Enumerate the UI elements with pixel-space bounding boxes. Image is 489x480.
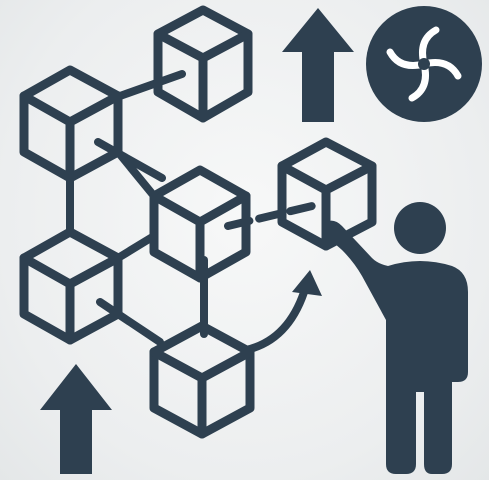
connector-bottom-curve: [242, 282, 310, 354]
connector-center-to-held: [224, 202, 316, 230]
connector-lower-to-bottom: [96, 298, 164, 346]
lattice-edges: [66, 148, 158, 262]
connector-upper-to-center: [94, 138, 166, 182]
curve-arrowhead: [292, 270, 322, 296]
person-icon: [322, 202, 468, 474]
arrow-up-top: [282, 8, 354, 122]
arrow-up-bottom-left: [40, 364, 112, 474]
cube-held: [277, 137, 377, 251]
cube-top: [153, 5, 253, 123]
turbine-icon: [366, 6, 482, 122]
cube-bottom: [149, 321, 255, 439]
connector-top-to-upper: [116, 70, 186, 100]
cube-left-lower: [19, 227, 123, 345]
cube-left-upper: [19, 65, 123, 183]
